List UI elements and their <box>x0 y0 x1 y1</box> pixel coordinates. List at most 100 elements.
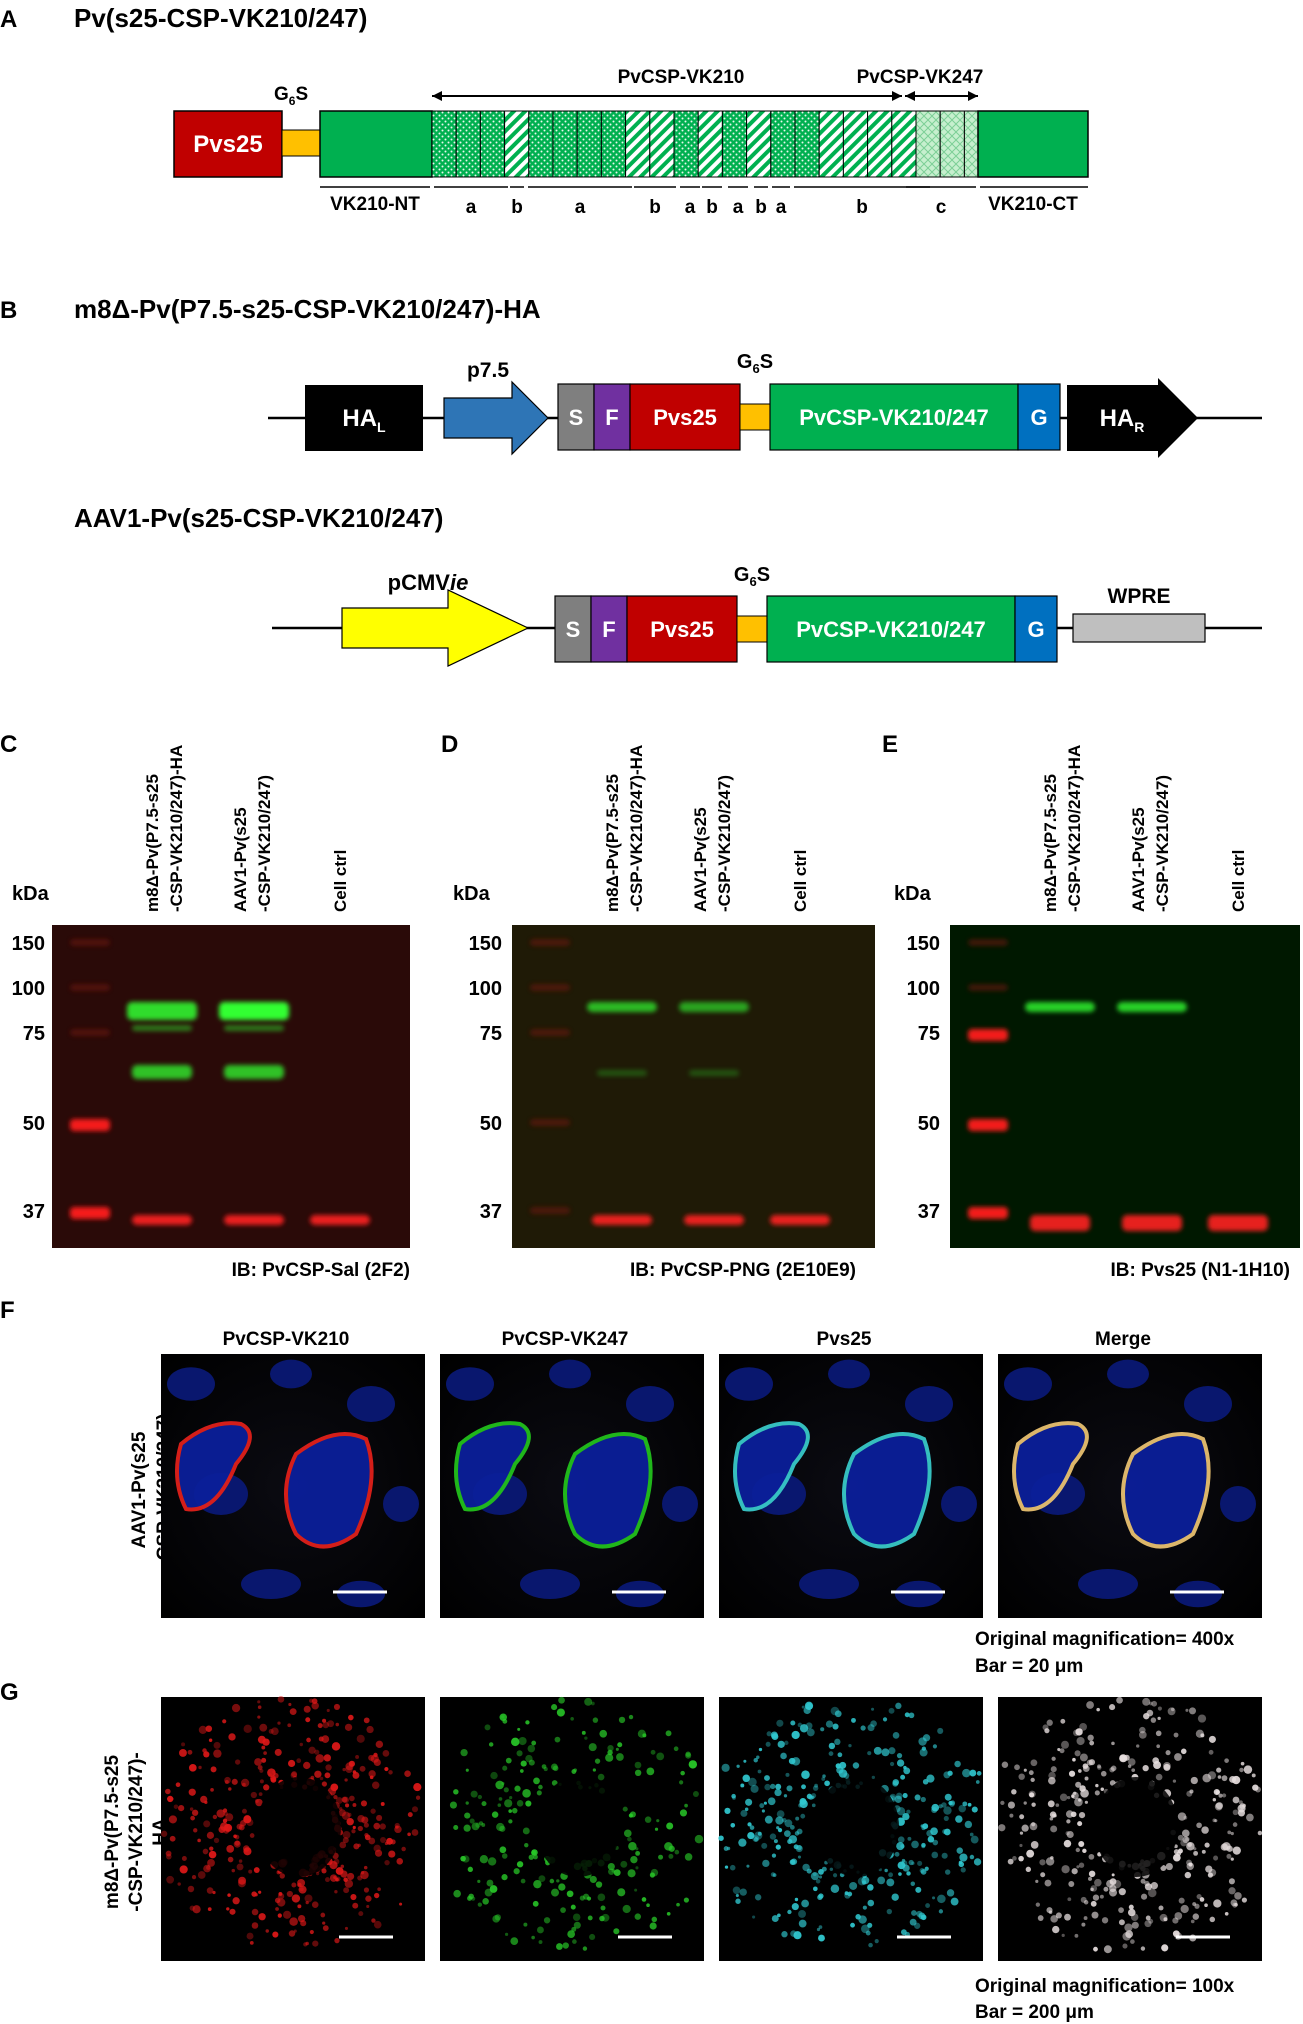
speckle <box>490 1771 498 1780</box>
speckle <box>470 1790 478 1798</box>
speckle <box>531 1935 535 1940</box>
speckle <box>347 1812 352 1817</box>
speckle <box>321 1868 327 1874</box>
speckle <box>218 1826 226 1833</box>
ladder-band <box>968 1119 1008 1131</box>
speckle <box>738 1838 747 1847</box>
speckle <box>1174 1912 1183 1920</box>
speckle <box>748 1777 757 1787</box>
speckle <box>666 1822 674 1830</box>
speckle <box>298 1885 307 1894</box>
speckle <box>346 1818 354 1826</box>
speckle <box>464 1812 471 1819</box>
speckle <box>1165 1862 1173 1871</box>
speckle <box>634 1769 642 1777</box>
loading-band <box>132 1215 192 1225</box>
speckle <box>776 1826 780 1830</box>
speckle <box>806 1728 815 1737</box>
speckle <box>224 1779 229 1784</box>
speckle <box>200 1795 208 1804</box>
speckle <box>1130 1939 1135 1944</box>
repeat-label: a <box>575 197 586 218</box>
speckle <box>533 1777 540 1785</box>
kda-marker: 150 <box>907 933 940 955</box>
speckle <box>724 1807 731 1814</box>
speckle <box>342 1837 349 1844</box>
speckle <box>203 1820 211 1828</box>
speckle <box>229 1908 236 1915</box>
wpre-label: WPRE <box>1108 585 1171 608</box>
speckle <box>794 1897 799 1902</box>
speckle <box>761 1809 765 1813</box>
blot-membrane <box>52 925 410 1248</box>
speckle <box>592 1717 599 1723</box>
speckle <box>525 1800 532 1807</box>
speckle <box>536 1790 542 1796</box>
speckle <box>288 1930 296 1937</box>
speckle <box>274 1897 281 1904</box>
speckle <box>352 1770 357 1774</box>
speckle <box>536 1926 544 1934</box>
speckle <box>407 1812 413 1818</box>
speckle <box>906 1871 911 1876</box>
speckle <box>522 1827 530 1835</box>
speckle <box>814 1783 819 1788</box>
speckle <box>556 1708 565 1717</box>
speckle <box>1080 1896 1087 1903</box>
speckle <box>784 1819 793 1828</box>
speckle <box>1075 1847 1081 1853</box>
speckle <box>1232 1846 1241 1855</box>
speckle <box>259 1779 264 1784</box>
speckle <box>656 1752 665 1761</box>
lane-label: AAV1-Pv(s25 <box>1129 807 1148 912</box>
minor-band <box>597 1070 647 1076</box>
speckle <box>650 1749 656 1755</box>
speckle <box>1172 1930 1180 1938</box>
speckle <box>366 1725 374 1734</box>
speckle <box>347 1872 355 1880</box>
speckle <box>630 1855 638 1864</box>
speckle <box>404 1770 411 1777</box>
speckle <box>764 1775 770 1781</box>
speckle <box>570 1904 576 1910</box>
speckle <box>950 1800 956 1806</box>
blot-membrane <box>512 925 875 1248</box>
speckle <box>373 1920 382 1929</box>
speckle <box>333 1703 341 1710</box>
speckle <box>1018 1855 1024 1862</box>
speckle <box>350 1894 357 1901</box>
speckle <box>360 1870 369 1880</box>
speckle <box>1201 1849 1206 1854</box>
speckle <box>1243 1765 1253 1774</box>
speckle <box>1187 1842 1193 1847</box>
speckle <box>780 1752 787 1760</box>
speckle <box>1213 1899 1222 1908</box>
speckle <box>1240 1761 1245 1766</box>
kda-marker: 37 <box>23 1201 45 1223</box>
stained-cell <box>842 1432 932 1549</box>
speckle <box>1011 1789 1017 1795</box>
western-blots: CkDa150100755037m8Δ-Pv(P7.5-s25-CSP-VK21… <box>0 731 1300 1281</box>
loading-band <box>1030 1215 1090 1231</box>
speckle <box>1074 1933 1079 1938</box>
speckle <box>1051 1813 1056 1817</box>
repeat-cell-a <box>431 110 457 178</box>
speckle <box>888 1747 896 1755</box>
speckle <box>355 1755 360 1759</box>
speckle <box>516 1861 524 1868</box>
speckle <box>1078 1841 1085 1848</box>
speckle <box>775 1844 781 1850</box>
speckle <box>197 1871 206 1879</box>
panel-letter: G <box>0 1679 19 1706</box>
speckle <box>962 1801 968 1807</box>
speckle <box>322 1721 330 1729</box>
speckle <box>839 1761 847 1769</box>
csp-label: PvCSP-VK210/247 <box>796 617 986 642</box>
speckle <box>1205 1865 1213 1873</box>
vk247-span-arrow <box>905 91 978 101</box>
kda-marker: 50 <box>480 1113 502 1135</box>
speckle <box>288 1702 292 1707</box>
scale-bar-note: Bar = 200 μm <box>975 2002 1094 2023</box>
speckle <box>1101 1917 1109 1924</box>
speckle <box>467 1866 473 1873</box>
